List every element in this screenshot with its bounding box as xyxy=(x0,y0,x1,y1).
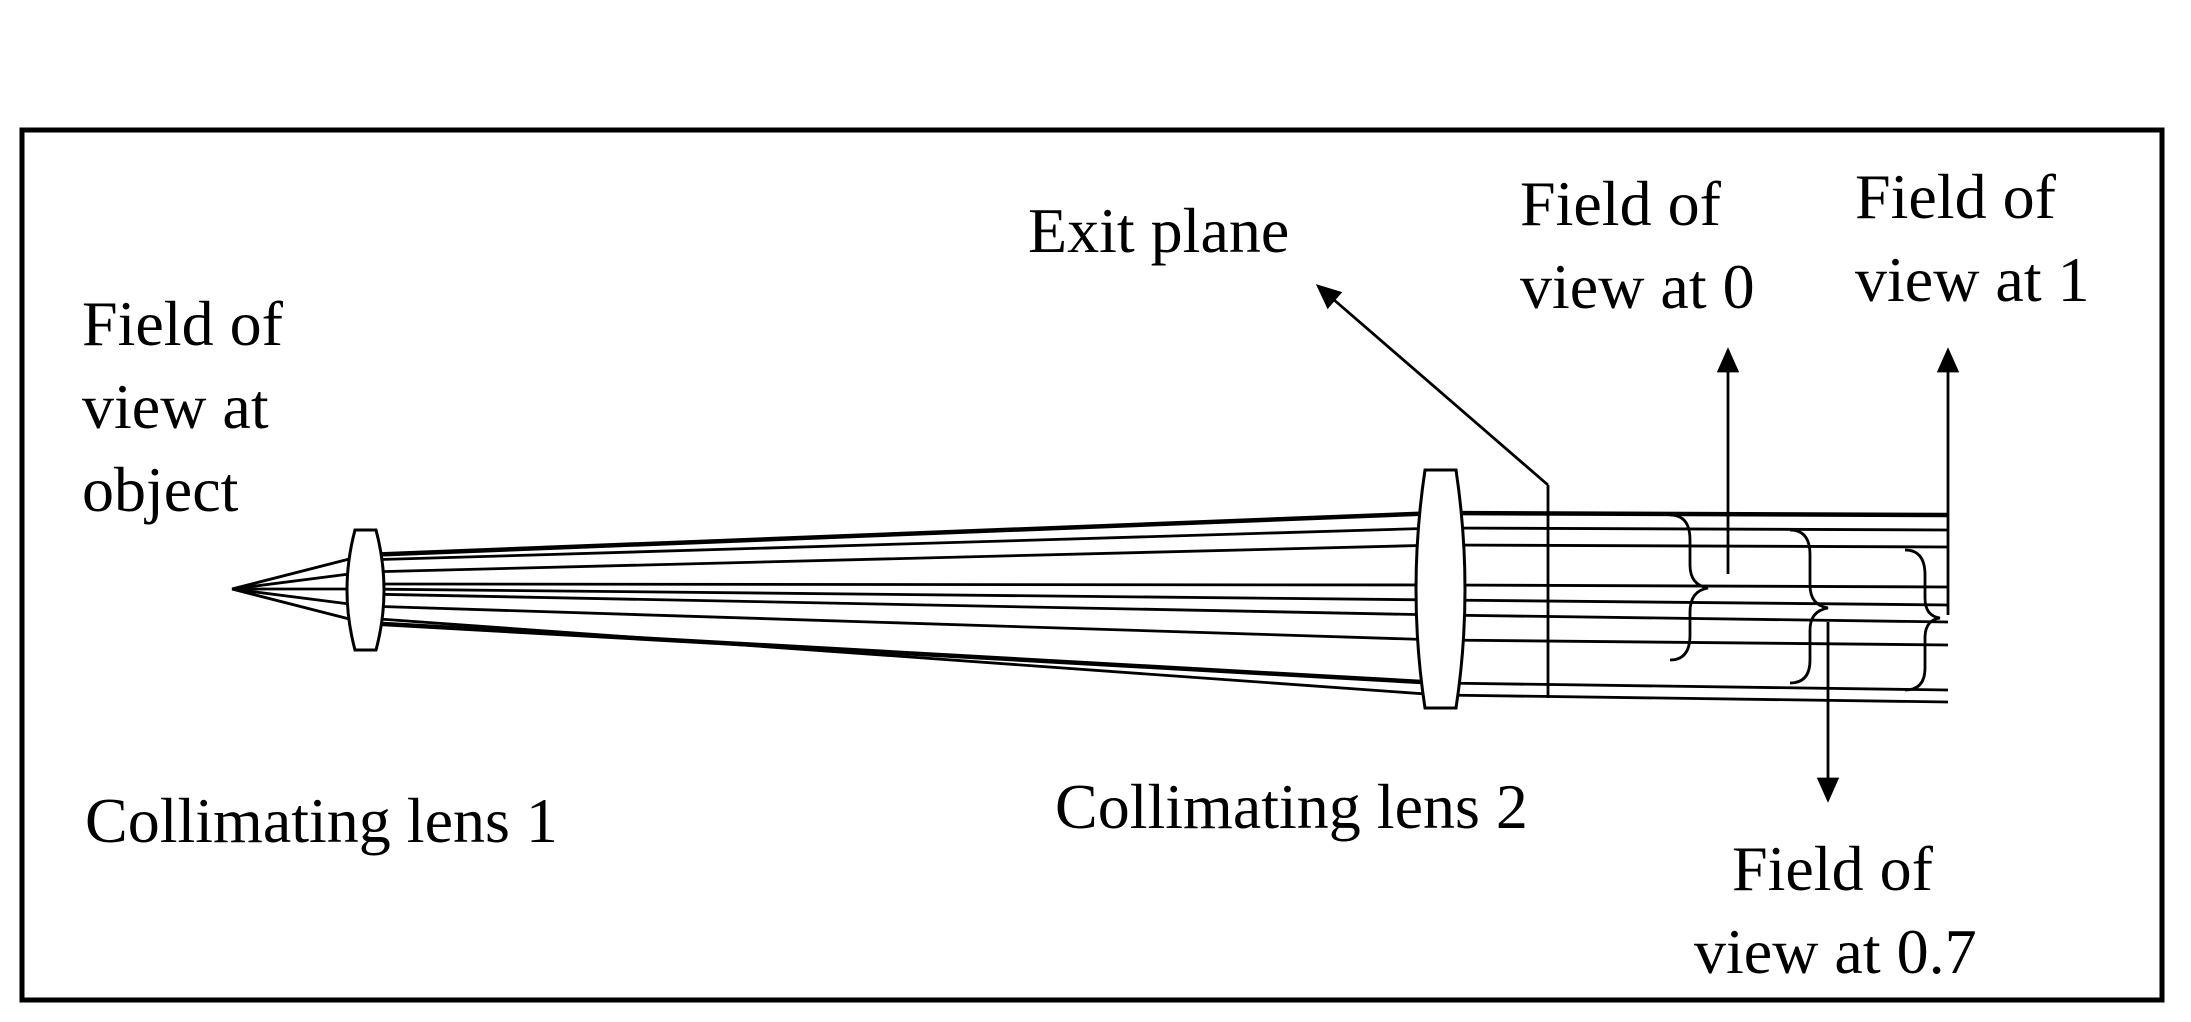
brace-field-0 xyxy=(1669,513,1709,662)
collimating-lens-2 xyxy=(1414,468,1467,710)
brace-field-1 xyxy=(1904,548,1941,692)
label-collimating-lens-2: Collimating lens 2 xyxy=(1055,771,1528,842)
label-collimating-lens-1: Collimating lens 1 xyxy=(85,785,558,856)
diagram-frame xyxy=(19,127,2165,1003)
exit-plane-arrow xyxy=(1315,284,1549,487)
label-fov-07: Field of view at 0.7 xyxy=(1694,833,1977,987)
intermediate-rays xyxy=(364,510,1441,697)
brace-field-07 xyxy=(1789,528,1829,685)
label-fov-0: Field of view at 0 xyxy=(1520,168,1755,322)
collimated-rays xyxy=(1439,510,1949,704)
label-fov-object: Field of view at object xyxy=(82,288,299,525)
label-exit-plane: Exit plane xyxy=(1028,195,1289,266)
label-fov-1: Field of view at 1 xyxy=(1855,161,2090,315)
object-rays xyxy=(231,553,366,625)
collimating-lens-1 xyxy=(345,528,386,652)
